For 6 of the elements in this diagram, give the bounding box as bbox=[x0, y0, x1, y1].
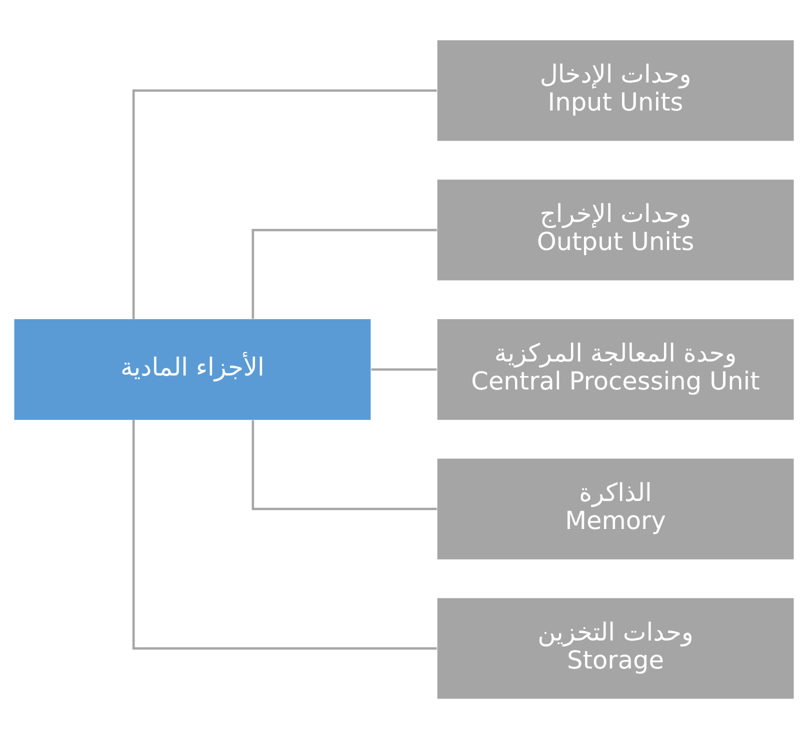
connector bbox=[371, 368, 437, 371]
connector bbox=[252, 228, 437, 319]
connector bbox=[132, 420, 437, 650]
connector bbox=[132, 89, 437, 319]
connector bbox=[252, 420, 437, 510]
node-box: الأجزاء المادية bbox=[14, 319, 371, 420]
